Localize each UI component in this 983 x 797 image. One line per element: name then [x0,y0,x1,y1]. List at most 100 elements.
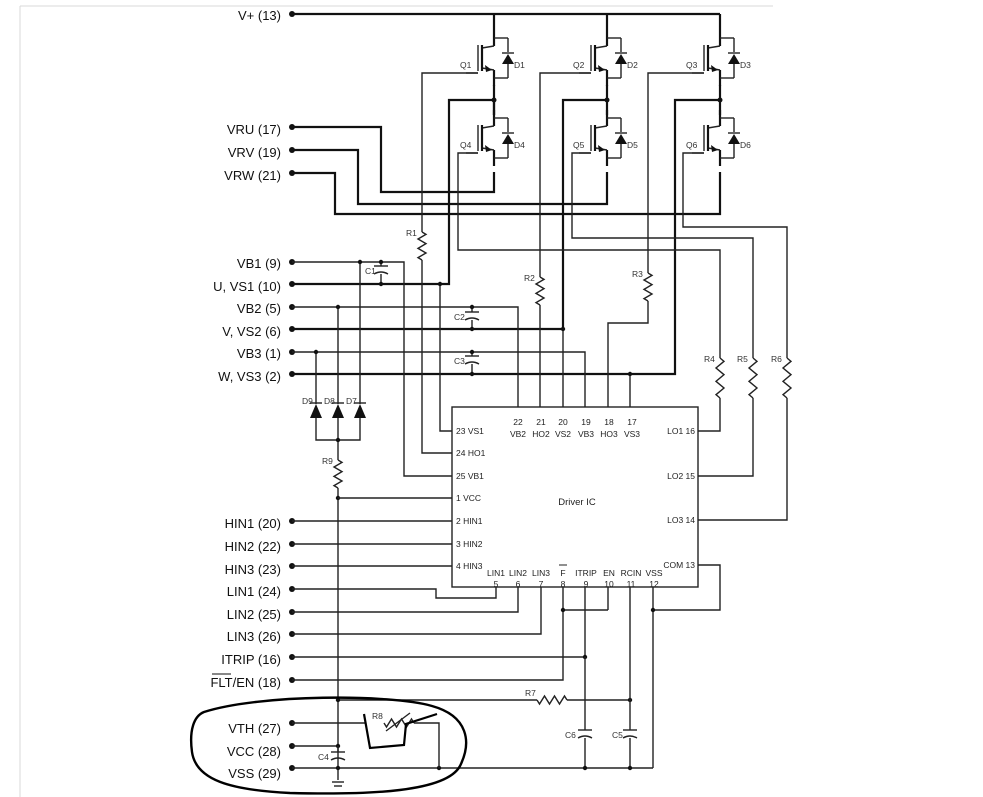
ic-pin-name: VS3 [624,429,640,439]
ic-pin-name: HO3 [600,429,618,439]
bootstrap-diode-d7: D7 [346,396,366,418]
resistor-label: R5 [737,354,748,364]
ic-pin-label: 25 VB1 [456,471,484,481]
transistor-label: Q3 [686,60,698,70]
pin-label-flt-en: FLT/EN (18) [210,675,281,690]
pin-label-vs3: W, VS3 (2) [218,369,281,384]
pin-label-vb2: VB2 (5) [237,301,281,316]
pin-label-vth: VTH (27) [228,721,281,736]
capacitor-c3: C3 [454,355,480,366]
ic-pin-num: 9 [584,579,589,589]
ic-pin-label: COM 13 [663,560,695,570]
driver-ic: Driver IC 22 VB2 21 HO2 20 VS2 19 VB3 18… [451,406,699,589]
gate-wiring [292,72,788,780]
driver-ic-left-pins: 23 VS1 24 HO1 25 VB1 1 VCC 2 HIN1 3 HIN2… [456,426,486,571]
capacitor-c6: C6 [565,729,593,740]
capacitor-c4: C4 [318,751,346,762]
capacitor-label: C6 [565,730,576,740]
ic-pin-name: VB2 [510,429,526,439]
ic-pin-name: LIN3 [532,568,550,578]
capacitor-label: C2 [454,312,465,322]
ic-pin-label: 24 HO1 [456,448,486,458]
transistor-label: Q2 [573,60,585,70]
transistor-label: Q5 [573,140,585,150]
pin-label-itrip: ITRIP (16) [221,652,281,667]
pin-label-vs1: U, VS1 (10) [213,279,281,294]
ic-pin-label: 1 VCC [456,493,481,503]
freewheel-diode [502,54,514,64]
freewheel-diode [615,54,627,64]
bootstrap-diode-d8: D8 [324,396,344,418]
pin-labels: V+ (13) VRU (17) VRV (19) VRW (21) VB1 (… [210,8,281,781]
bootstrap-diode-d9: D9 [302,396,322,418]
igbt-1: Q1 D1 [460,30,525,86]
resistor-r4: R4 [704,354,726,399]
ic-pin-label: 23 VS1 [456,426,484,436]
ic-pin-name: RCIN [621,568,642,578]
pin-label-vrv: VRV (19) [228,145,281,160]
driver-ic-right-pins: LO1 16 LO2 15 LO3 14 COM 13 [663,426,695,570]
ic-pin-name: EN [603,568,615,578]
resistor-r3: R3 [632,269,654,302]
pin-dots [289,11,295,771]
ic-pin-num: 19 [581,417,591,427]
resistor-r5: R5 [737,354,759,399]
pin-label-lin2: LIN2 (25) [227,607,281,622]
ic-pin-num: 5 [494,579,499,589]
resistor-label: R4 [704,354,715,364]
hand-drawn-circle [190,696,468,795]
driver-ic-bottom-pins: LIN1 5 LIN2 6 LIN3 7 F 8 ITRIP 9 EN 10 R… [487,568,663,589]
pin-label-vru: VRU (17) [227,122,281,137]
diode-label: D1 [514,60,525,70]
power-stage-wiring [292,12,723,376]
resistor-label: R6 [771,354,782,364]
igbt-6: Q6 D6 [686,110,751,166]
igbt-3: Q3 D3 [686,30,751,86]
diode-label: D3 [740,60,751,70]
ic-pin-num: 20 [558,417,568,427]
freewheel-diode [502,134,514,144]
ic-pin-label: 3 HIN2 [456,539,483,549]
pin-label-hin3: HIN3 (23) [225,562,281,577]
ic-pin-num: 11 [627,579,636,589]
diode-label: D6 [740,140,751,150]
ic-pin-num: 6 [516,579,521,589]
diode-label: D2 [627,60,638,70]
resistor-r2: R2 [524,273,546,306]
transistor-label: Q4 [460,140,472,150]
transistor-label: Q1 [460,60,472,70]
resistor-label: R3 [632,269,643,279]
ic-pin-num: 18 [604,417,614,427]
ic-pin-name: ITRIP [575,568,597,578]
resistor-label: R7 [525,688,536,698]
pin-label-vrw: VRW (21) [224,168,281,183]
ic-pin-label: LO3 14 [667,515,695,525]
pin-label-hin2: HIN2 (22) [225,539,281,554]
pin-label-hin1: HIN1 (20) [225,516,281,531]
resistor-r1: R1 [406,228,428,261]
resistor-label: R1 [406,228,417,238]
ground-symbol [332,781,344,787]
capacitor-label: C3 [454,356,465,366]
diode-label: D9 [302,396,313,406]
capacitor-label: C4 [318,752,329,762]
ic-pin-label: 4 HIN3 [456,561,483,571]
ic-pin-num: 21 [536,417,546,427]
ic-pin-name: F [560,568,565,578]
capacitor-label: C1 [365,266,376,276]
ic-pin-label: LO1 16 [667,426,695,436]
igbt-2: Q2 D2 [573,30,638,86]
pin-label-vss: VSS (29) [228,766,281,781]
diode-label: D7 [346,396,357,406]
resistor-label: R9 [322,456,333,466]
ic-pin-num: 10 [604,579,614,589]
transistor-label: Q6 [686,140,698,150]
resistor-r7: R7 [525,688,568,706]
